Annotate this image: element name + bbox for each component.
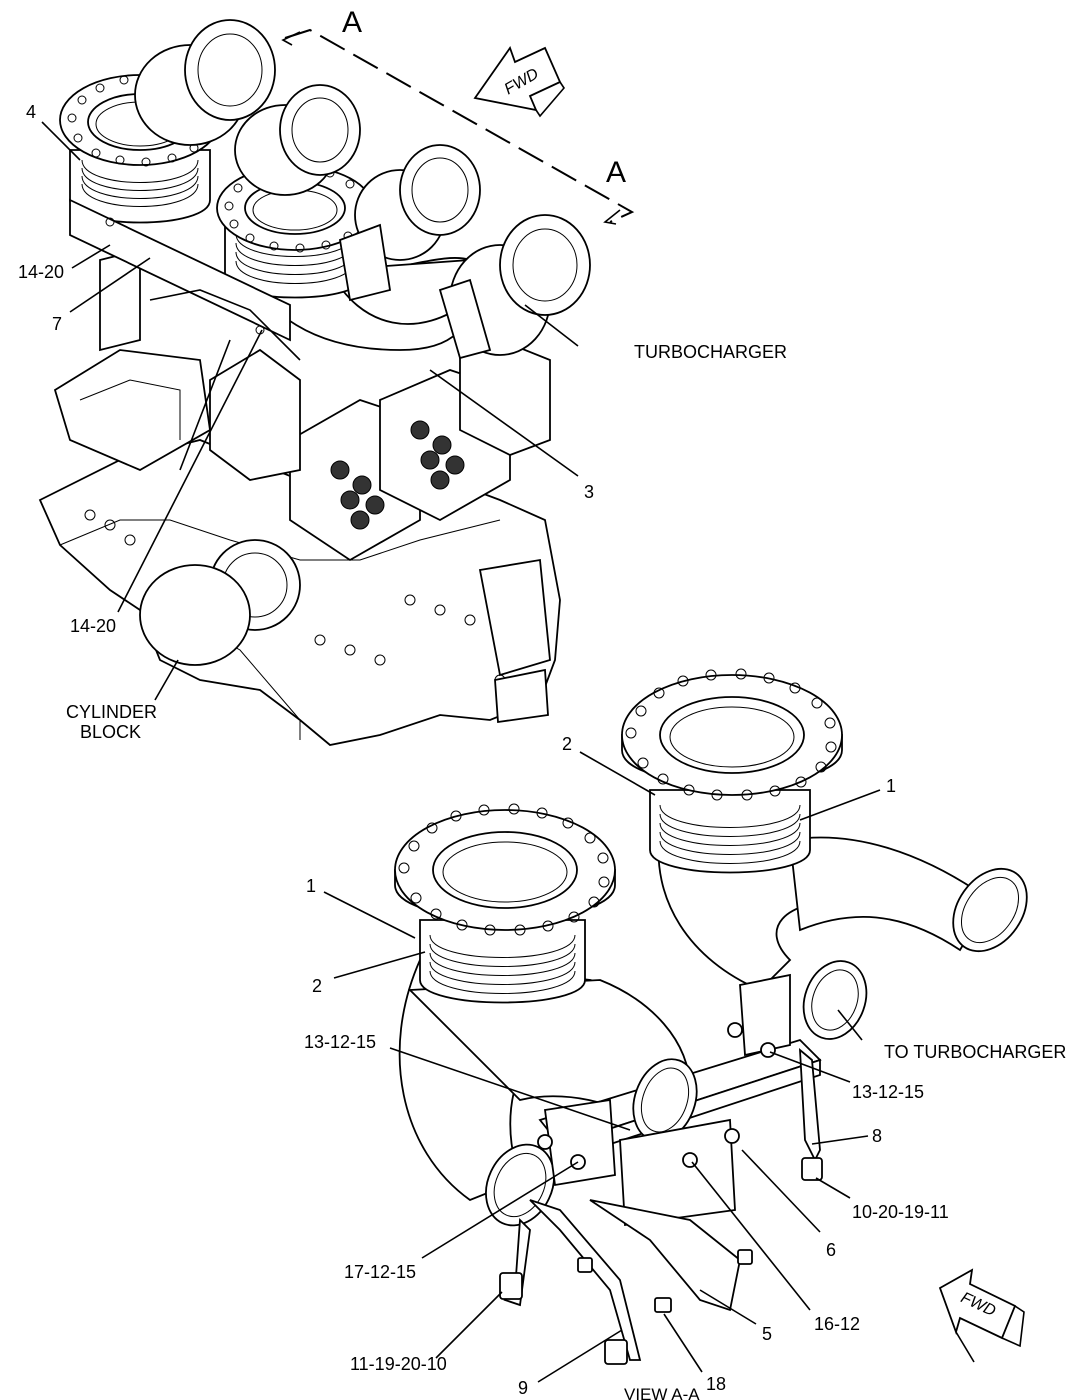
callout-2-left: 2 xyxy=(312,976,322,996)
callouts-lower: 2 1 1 2 13-12-15 TO TURBOCHARGER 13-12-1… xyxy=(304,734,1066,1400)
callout-8: 8 xyxy=(872,1126,882,1146)
view-label: VIEW A-A xyxy=(624,1385,700,1400)
callout-13-12-15-right: 13-12-15 xyxy=(852,1082,924,1102)
callout-6: 6 xyxy=(826,1240,836,1260)
callout-11-19-20-10: 11-19-20-10 xyxy=(350,1354,447,1374)
flange-lower-left xyxy=(394,803,616,1004)
callout-13-12-15-left: 13-12-15 xyxy=(304,1032,376,1052)
callout-7: 7 xyxy=(52,314,62,334)
callout-10-20-19-11: 10-20-19-11 xyxy=(852,1202,949,1222)
mounting-bar-upper xyxy=(69,198,291,342)
fwd-arrow-upper: FWD xyxy=(473,46,566,118)
callout-1-left: 1 xyxy=(306,876,316,896)
callout-1-top: 1 xyxy=(886,776,896,796)
callout-9: 9 xyxy=(518,1378,528,1398)
cylinder-block-label-line2: BLOCK xyxy=(80,722,141,742)
callout-17-12-15: 17-12-15 xyxy=(344,1262,416,1282)
callout-14-20-lower: 14-20 xyxy=(70,616,116,636)
callout-18: 18 xyxy=(706,1374,726,1394)
manifold-assembly-view-a-a xyxy=(394,668,1028,1365)
callout-2-top: 2 xyxy=(562,734,572,754)
callout-16-12: 16-12 xyxy=(814,1314,860,1334)
callout-4: 4 xyxy=(26,102,36,122)
callouts-upper: 4 14-20 7 3 14-20 TURBOCHARGER CYLINDER … xyxy=(18,102,787,742)
to-turbocharger-label: TO TURBOCHARGER xyxy=(884,1042,1066,1062)
fwd-arrow-lower: FWD xyxy=(938,1268,1025,1363)
section-marker-top-left: A xyxy=(342,6,362,39)
engine-assembly-upper xyxy=(38,19,635,746)
callout-14-20-upper: 14-20 xyxy=(18,262,64,282)
section-marker-top-right: A xyxy=(606,156,626,189)
callout-3: 3 xyxy=(584,482,594,502)
turbochargers-upper xyxy=(134,19,591,360)
flange-lower-right xyxy=(621,668,843,874)
callout-5: 5 xyxy=(762,1324,772,1344)
cylinder-block-label-line1: CYLINDER xyxy=(66,702,157,722)
turbocharger-label: TURBOCHARGER xyxy=(634,342,787,362)
